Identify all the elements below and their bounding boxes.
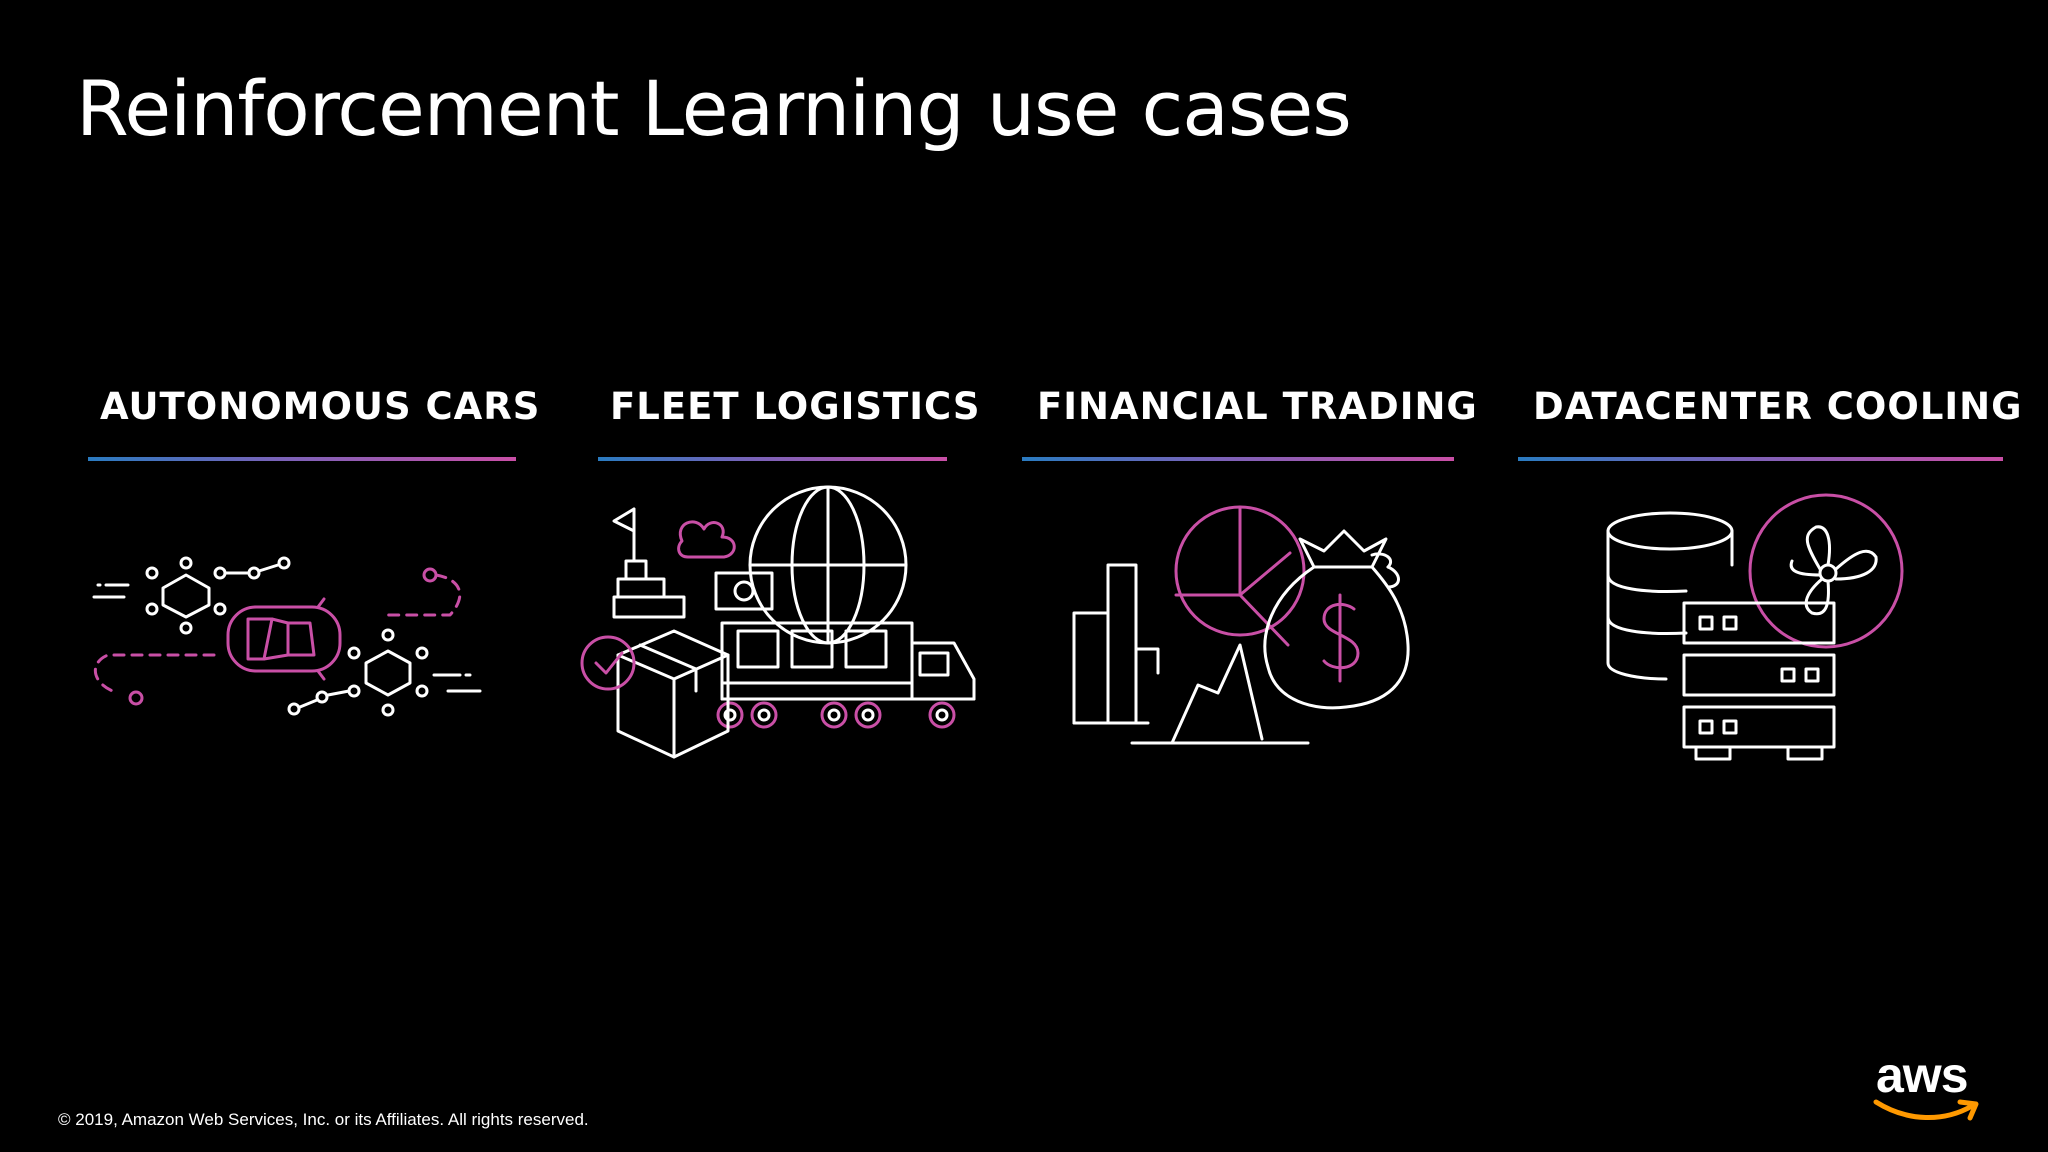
use-case-title: FINANCIAL TRADING	[1037, 385, 1478, 428]
use-case-underline	[88, 457, 516, 461]
copyright-notice: © 2019, Amazon Web Services, Inc. or its…	[58, 1110, 589, 1129]
autonomous-car-icon	[88, 495, 488, 755]
use-case-underline	[1518, 457, 2003, 461]
use-case-title: AUTONOMOUS CARS	[100, 385, 541, 428]
datacenter-cooling-icon	[1606, 493, 1926, 785]
slide-title: Reinforcement Learning use cases	[76, 64, 1352, 153]
use-case-title: DATACENTER COOLING	[1533, 385, 2023, 428]
fleet-logistics-icon	[578, 485, 998, 775]
aws-smile-icon	[1873, 1099, 1979, 1121]
use-case-title: FLEET LOGISTICS	[610, 385, 981, 428]
aws-logo-text: aws	[1876, 1047, 1969, 1103]
aws-logo: aws	[1872, 1047, 1982, 1126]
use-case-underline	[598, 457, 947, 461]
financial-trading-icon	[1062, 495, 1442, 775]
use-case-underline	[1022, 457, 1454, 461]
